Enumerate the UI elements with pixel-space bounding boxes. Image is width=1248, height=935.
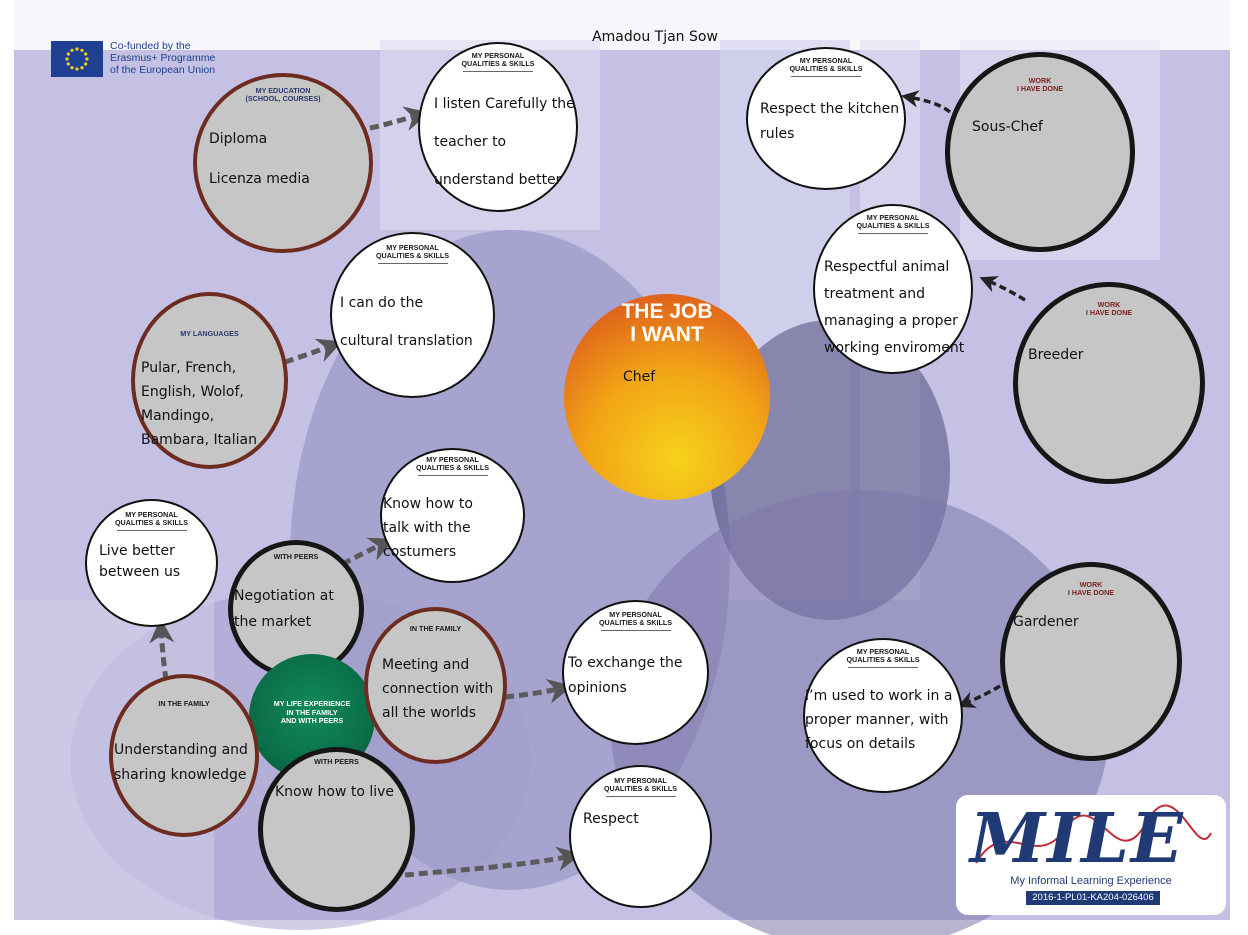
node-text: Pular, French, English, Wolof, Mandingo,…: [141, 360, 257, 448]
node-heading: MY PERSONAL QUALITIES & SKILLS: [571, 777, 710, 797]
node-heading: WORK I HAVE DONE: [1085, 300, 1133, 317]
node-work-gardener: WORK I HAVE DONE Gardener: [1000, 562, 1182, 761]
node-education: MY EDUCATION (school, courses) Diploma L…: [193, 73, 373, 253]
node-heading: WITH PEERS: [314, 757, 359, 766]
eu-cofunded-text: Co-funded by the Erasmus+ Programme of t…: [110, 40, 216, 76]
node-text: Negotiation at the market: [234, 588, 334, 630]
node-text: Know how to talk with the costumers: [383, 496, 473, 560]
node-text: Respect: [583, 811, 639, 827]
node-text: I’m used to work in a proper manner, wit…: [805, 688, 953, 752]
node-quality-talk: MY PERSONAL QUALITIES & SKILLS Know how …: [380, 448, 525, 583]
node-heading: MY PERSONAL QUALITIES & SKILLS: [87, 511, 216, 531]
logo-scribble-icon: [975, 804, 1212, 864]
node-heading: MY PERSONAL QUALITIES & SKILLS: [805, 648, 961, 668]
node-text: Live better between us: [99, 543, 181, 580]
node-text: Meeting and connection with all the worl…: [382, 657, 494, 721]
node-peers-know-live: WITH PEERS Know how to live: [258, 747, 415, 912]
node-heading: WITH PEERS: [273, 552, 319, 561]
node-job-i-want: THE JOB I WANT Chef: [564, 294, 770, 500]
node-heading: MY PERSONAL QUALITIES & SKILLS: [748, 57, 904, 77]
node-text: Respect the kitchen rules: [760, 101, 900, 142]
node-heading: MY PERSONAL QUALITIES & SKILLS: [420, 52, 576, 72]
node-quality-respect: MY PERSONAL QUALITIES & SKILLS Respect: [569, 765, 712, 908]
node-work-breeder: WORK I HAVE DONE Breeder: [1013, 282, 1205, 484]
node-heading: WORK I HAVE DONE: [1016, 76, 1064, 93]
node-heading: WORK I HAVE DONE: [1067, 580, 1115, 597]
node-text: Respectful animal treatment and managing…: [824, 259, 965, 356]
node-text: Gardener: [1013, 614, 1079, 630]
node-quality-exchange: MY PERSONAL QUALITIES & SKILLS To exchan…: [562, 600, 709, 745]
node-work-souschef: WORK I HAVE DONE Sous-Chef: [945, 52, 1135, 252]
node-quality-live-better: MY PERSONAL QUALITIES & SKILLS Live bett…: [85, 499, 218, 627]
person-name: Amadou Tjan Sow: [592, 29, 718, 45]
logo-project-code: 2016-1-PL01-KA204-026406: [1026, 891, 1160, 905]
node-text: Understanding and sharing knowledge: [114, 742, 248, 783]
node-text: Breeder: [1028, 347, 1084, 363]
node-family-meeting: IN THE FAMILY Meeting and connection wit…: [364, 607, 507, 764]
logo-tagline: My Informal Learning Experience: [1010, 875, 1172, 887]
life-experience-label: MY LIFE EXPERIENCE IN THE FAMILY AND WIT…: [273, 699, 351, 725]
node-text: Know how to live: [275, 784, 395, 800]
node-quality-listen: MY PERSONAL QUALITIES & SKILLS I listen …: [418, 42, 578, 212]
node-languages: MY LANGUAGES Pular, French, English, Wol…: [131, 292, 288, 469]
node-heading: IN THE FAMILY: [409, 624, 462, 633]
node-text: I listen Carefully the teacher to unders…: [434, 96, 575, 188]
job-title: THE JOB I WANT: [621, 300, 713, 346]
logo-wordmark: MILE: [970, 799, 1185, 879]
node-text: I can do the cultural translation: [340, 295, 473, 349]
node-text: To exchange the opinions: [568, 655, 683, 696]
node-heading: MY PERSONAL QUALITIES & SKILLS: [332, 244, 493, 264]
job-value: Chef: [623, 369, 656, 385]
node-quality-translation: MY PERSONAL QUALITIES & SKILLS I can do …: [330, 232, 495, 398]
mile-logo: MILE My Informal Learning Experience 201…: [956, 795, 1226, 915]
node-heading: MY PERSONAL QUALITIES & SKILLS: [564, 611, 707, 631]
node-quality-kitchen: MY PERSONAL QUALITIES & SKILLS Respect t…: [746, 47, 906, 190]
node-quality-animal: MY PERSONAL QUALITIES & SKILLS Respectfu…: [813, 204, 973, 374]
node-heading: MY LANGUAGES: [180, 329, 239, 338]
node-heading: MY EDUCATION (school, courses): [245, 86, 321, 103]
node-family-understanding: IN THE FAMILY Understanding and sharing …: [109, 674, 259, 837]
node-text: Sous-Chef: [972, 119, 1043, 135]
node-text: Diploma Licenza media: [209, 131, 310, 187]
node-heading: IN THE FAMILY: [158, 699, 210, 708]
eu-flag-icon: [51, 41, 103, 77]
node-quality-manner: MY PERSONAL QUALITIES & SKILLS I’m used …: [803, 638, 963, 793]
node-heading: MY PERSONAL QUALITIES & SKILLS: [382, 456, 523, 476]
node-heading: MY PERSONAL QUALITIES & SKILLS: [815, 214, 971, 234]
